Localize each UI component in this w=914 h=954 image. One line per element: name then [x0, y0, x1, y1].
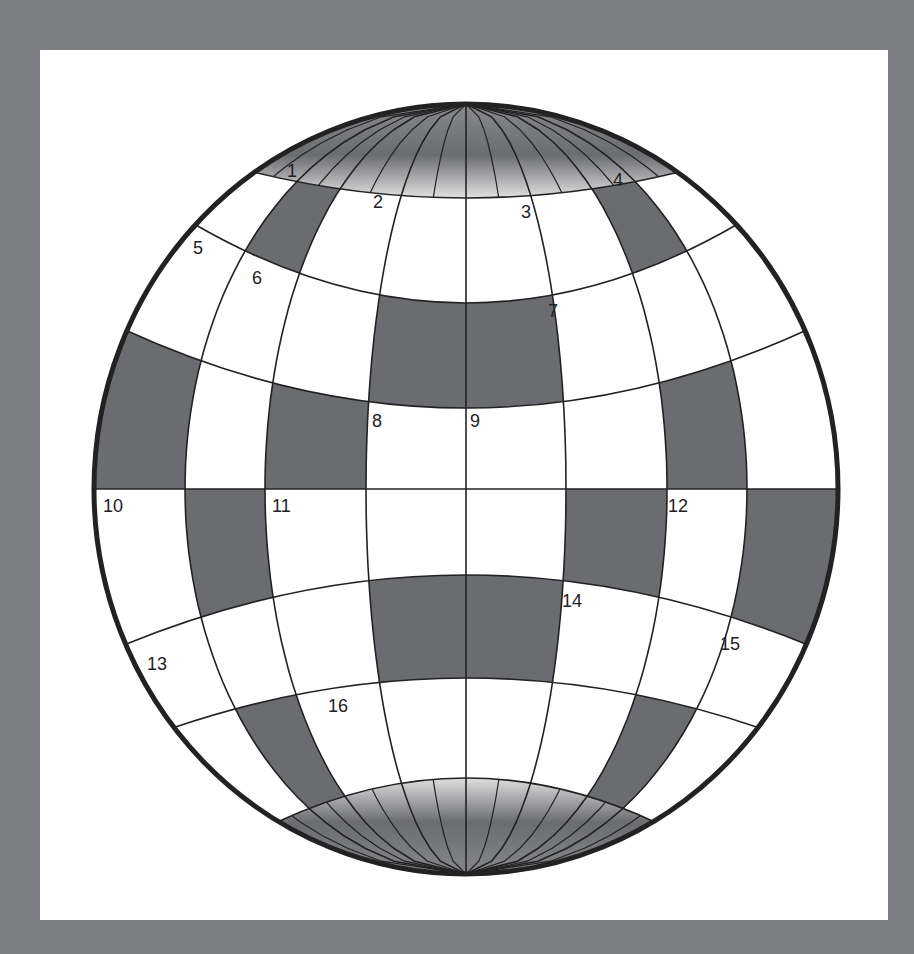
callout-number: 5	[193, 238, 203, 258]
callout-number: 3	[521, 202, 531, 222]
parallel-line	[124, 575, 808, 645]
parallel-line	[172, 678, 759, 728]
parallel-line	[194, 224, 738, 303]
callout-number: 6	[252, 268, 262, 288]
callout-number: 2	[373, 192, 383, 212]
parallel-line	[125, 330, 807, 408]
callout-number: 12	[668, 496, 688, 516]
callout-number: 7	[548, 301, 558, 321]
cap-shade	[0, 100, 914, 200]
callout-number: 8	[372, 411, 382, 431]
callout-number: 1	[287, 161, 297, 181]
callout-number: 11	[272, 496, 291, 516]
callout-number: 14	[562, 591, 582, 611]
callout-number: 13	[147, 654, 167, 674]
callout-number: 4	[613, 170, 623, 190]
callout-number: 10	[103, 496, 123, 516]
parallel-line	[277, 778, 654, 822]
polar-cap	[0, 100, 914, 200]
parallel-line	[92, 488, 840, 490]
callout-number: 9	[470, 411, 480, 431]
callout-number: 15	[720, 634, 740, 654]
callout-number: 16	[328, 696, 348, 716]
globe-outline	[94, 104, 838, 874]
